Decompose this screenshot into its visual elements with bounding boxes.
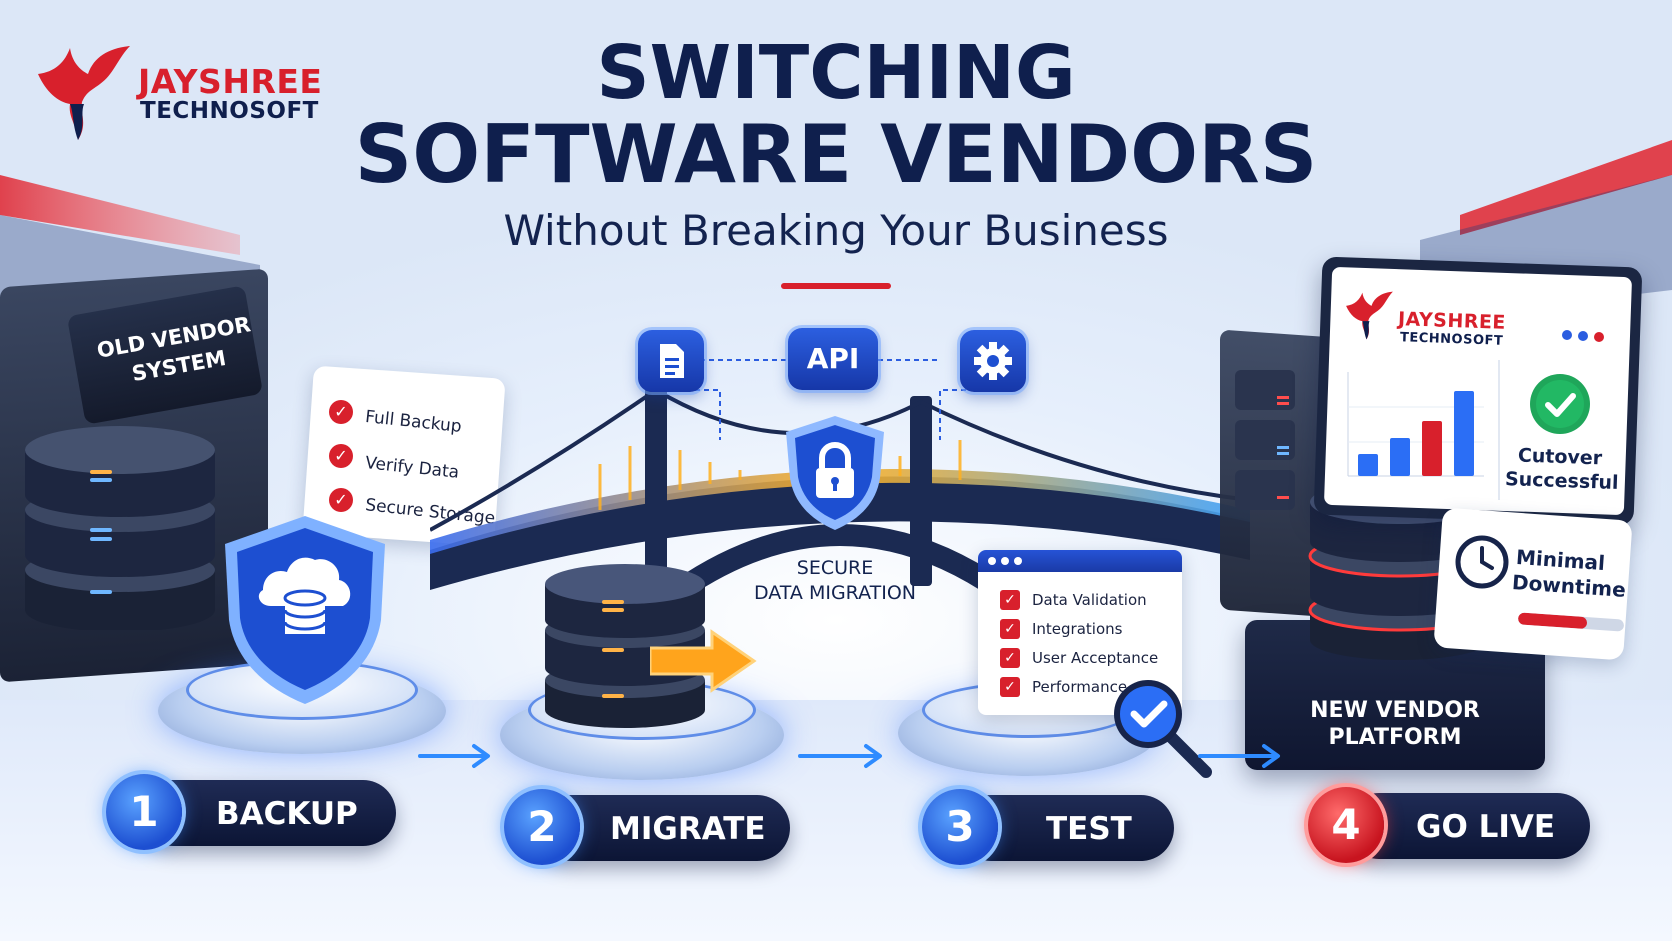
dashboard-bar [1390, 438, 1410, 476]
dashboard-phoenix-logo-icon [1346, 291, 1393, 340]
dashboard-bar [1454, 391, 1474, 476]
api-label: API [806, 342, 860, 375]
step-4-label: GO LIVE [1416, 809, 1556, 845]
check-icon: ✓ [329, 444, 353, 468]
step-3-number: 3 [922, 789, 998, 865]
new-rack-lights [1235, 370, 1295, 510]
magnifier-check-icon [1114, 680, 1212, 778]
title-underline [781, 283, 891, 289]
dashboard-bar [1358, 454, 1378, 476]
window-dot-icon [1001, 557, 1009, 565]
success-check-icon [1530, 374, 1590, 434]
check-icon: ✓ [1000, 677, 1020, 697]
new-vendor-label-line1: NEW VENDOR [1310, 698, 1480, 723]
step-migrate-pill [538, 795, 790, 861]
step-1-label: BACKUP [216, 796, 358, 832]
check-icon: ✓ [329, 488, 353, 512]
cloud-database-shield-icon [225, 516, 385, 704]
title-line1: SWITCHING [596, 30, 1076, 116]
brand-name-line1: JAYSHREE [138, 62, 323, 101]
migration-bridge [430, 382, 1250, 600]
step-1-number: 1 [106, 774, 182, 850]
window-titlebar [978, 550, 1182, 572]
step-3-label: TEST [1046, 811, 1132, 847]
old-database-stack [25, 426, 215, 630]
window-dot-icon [1578, 331, 1588, 341]
step-backup-pill [140, 780, 396, 846]
dashboard-bar-chart [1347, 372, 1484, 477]
gear-icon [960, 330, 1026, 392]
migrate-arrow-icon [650, 629, 757, 693]
test-check-item-3: User Acceptance [1032, 649, 1159, 667]
window-dot-icon [988, 557, 996, 565]
clock-icon [1455, 535, 1509, 589]
step-2-label: MIGRATE [610, 811, 766, 847]
check-icon: ✓ [329, 400, 353, 424]
subtitle: Without Breaking Your Business [503, 206, 1169, 255]
brand-name-line2: TECHNOSOFT [140, 98, 319, 124]
api-badge: API [788, 328, 878, 390]
new-vendor-label-line2: PLATFORM [1328, 725, 1462, 750]
step-4-number: 4 [1308, 787, 1384, 863]
document-icon [638, 330, 704, 392]
dashboard-divider [1498, 360, 1500, 500]
secure-migration-caption-line1: SECURE [796, 557, 874, 579]
step-2-number: 2 [504, 789, 580, 865]
window-dot-icon [1594, 332, 1604, 342]
check-icon: ✓ [1000, 619, 1020, 639]
test-check-item-4: Performance [1032, 678, 1128, 696]
test-check-item-2: Integrations [1032, 620, 1123, 638]
title-line2: SOFTWARE VENDORS [354, 108, 1318, 201]
dashboard-bar [1422, 421, 1442, 476]
check-icon: ✓ [1000, 648, 1020, 668]
window-dot-icon [1562, 330, 1572, 340]
check-icon: ✓ [1000, 590, 1020, 610]
secure-migration-caption-line2: DATA MIGRATION [753, 582, 917, 604]
step-go-live-pill [1346, 793, 1590, 859]
window-dot-icon [1014, 557, 1022, 565]
lock-shield-icon [786, 416, 884, 530]
phoenix-logo-icon [38, 46, 130, 140]
test-check-item-1: Data Validation [1032, 591, 1147, 609]
